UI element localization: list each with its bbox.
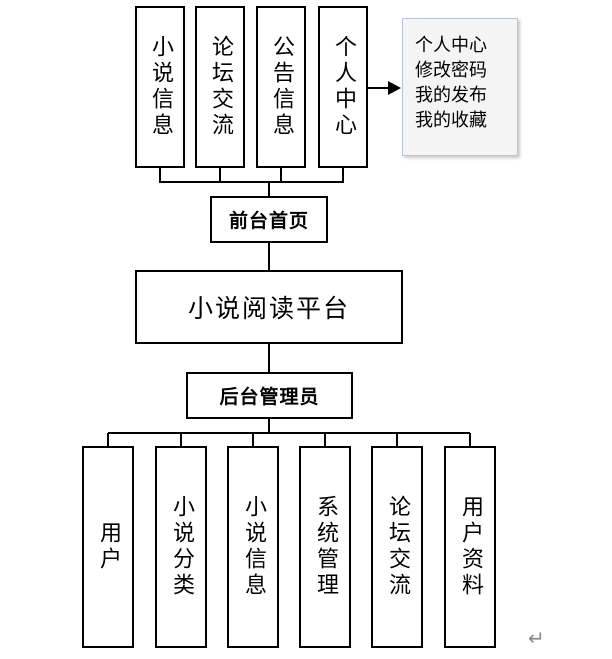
module-label: 公告信息 — [269, 35, 294, 139]
module-label: 论坛交流 — [208, 35, 233, 139]
platform-label: 小说阅读平台 — [187, 294, 350, 323]
admin-module-users: 用户 — [82, 446, 134, 648]
front-module-novel-info: 小说信息 — [135, 6, 185, 168]
admin-node: 后台管理员 — [186, 372, 353, 419]
module-label: 系统管理 — [313, 495, 338, 599]
node-label: 后台管理员 — [219, 386, 320, 408]
submenu-item: 个人中心 — [415, 35, 487, 56]
module-label: 个人中心 — [331, 35, 356, 139]
front-module-personal-center: 个人中心 — [318, 6, 368, 168]
module-label: 小说分类 — [169, 495, 194, 599]
module-label: 论坛交流 — [385, 495, 410, 599]
arrow-head — [388, 81, 401, 95]
admin-module-system: 系统管理 — [299, 446, 351, 648]
submenu-item: 我的发布 — [415, 85, 487, 106]
front-home-node: 前台首页 — [210, 196, 328, 243]
front-module-forum: 论坛交流 — [195, 6, 245, 168]
module-label: 用户 — [96, 521, 121, 573]
return-mark: ↵ — [528, 626, 545, 650]
personal-center-submenu: 个人中心 修改密码 我的发布 我的收藏 — [402, 18, 518, 156]
module-label: 小说信息 — [241, 495, 266, 599]
admin-module-user-profiles: 用户资料 — [444, 446, 496, 648]
admin-module-forum: 论坛交流 — [371, 446, 423, 648]
module-label: 小说信息 — [148, 35, 173, 139]
module-label: 用户资料 — [458, 495, 483, 599]
admin-module-novel-info: 小说信息 — [227, 446, 279, 648]
node-label: 前台首页 — [228, 210, 309, 232]
admin-module-novel-categories: 小说分类 — [155, 446, 207, 648]
front-module-announcements: 公告信息 — [256, 6, 306, 168]
platform-node: 小说阅读平台 — [135, 270, 403, 344]
submenu-item: 修改密码 — [415, 60, 487, 81]
submenu-item: 我的收藏 — [415, 110, 487, 131]
